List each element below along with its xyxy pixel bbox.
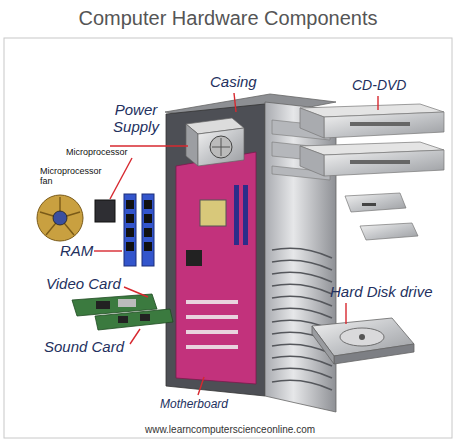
- watermark: www.learncomputerscienceonline.com: [2, 424, 456, 436]
- part-label: Microprocessor: [66, 147, 128, 157]
- leader-lines: [94, 93, 378, 395]
- part-label: Motherboard: [160, 398, 228, 412]
- frame: [4, 38, 452, 438]
- part-label: Casing: [210, 73, 257, 90]
- part-label: RAM: [60, 242, 93, 259]
- motherboard: [176, 152, 256, 384]
- part-label: Sound Card: [44, 338, 124, 355]
- hard-disk: [312, 318, 414, 364]
- cd-dvd-drive: [300, 142, 444, 176]
- floppy-drive: [345, 193, 418, 240]
- cpu-socket: [200, 200, 226, 226]
- part-label: Power Supply: [104, 101, 168, 136]
- psu-side: [186, 124, 198, 166]
- cd-dvd-drive: [300, 104, 444, 138]
- case-interior: [166, 104, 265, 396]
- psu-fan: [210, 136, 232, 158]
- microprocessor-chip: [95, 200, 115, 222]
- floppy-slot: [362, 203, 376, 206]
- motherboard-slots: [186, 300, 238, 349]
- ram-module: [124, 194, 136, 266]
- front-grill: [272, 248, 332, 390]
- part-label: Hard Disk drive: [330, 283, 433, 300]
- part-label: Video Card: [46, 275, 121, 292]
- part-label: Microprocessor fan: [40, 166, 108, 187]
- psu-fan-guard: [212, 138, 230, 156]
- ram-module: [142, 194, 154, 266]
- psu-front: [198, 128, 244, 166]
- sound-card: [95, 309, 173, 330]
- part-label: CD-DVD: [352, 77, 406, 93]
- chipset: [186, 250, 202, 266]
- cpu-fan: [37, 195, 83, 241]
- diagram-title: Computer Hardware Components: [0, 7, 456, 30]
- dimm-slot: [234, 185, 239, 245]
- dimm-slot: [243, 185, 248, 245]
